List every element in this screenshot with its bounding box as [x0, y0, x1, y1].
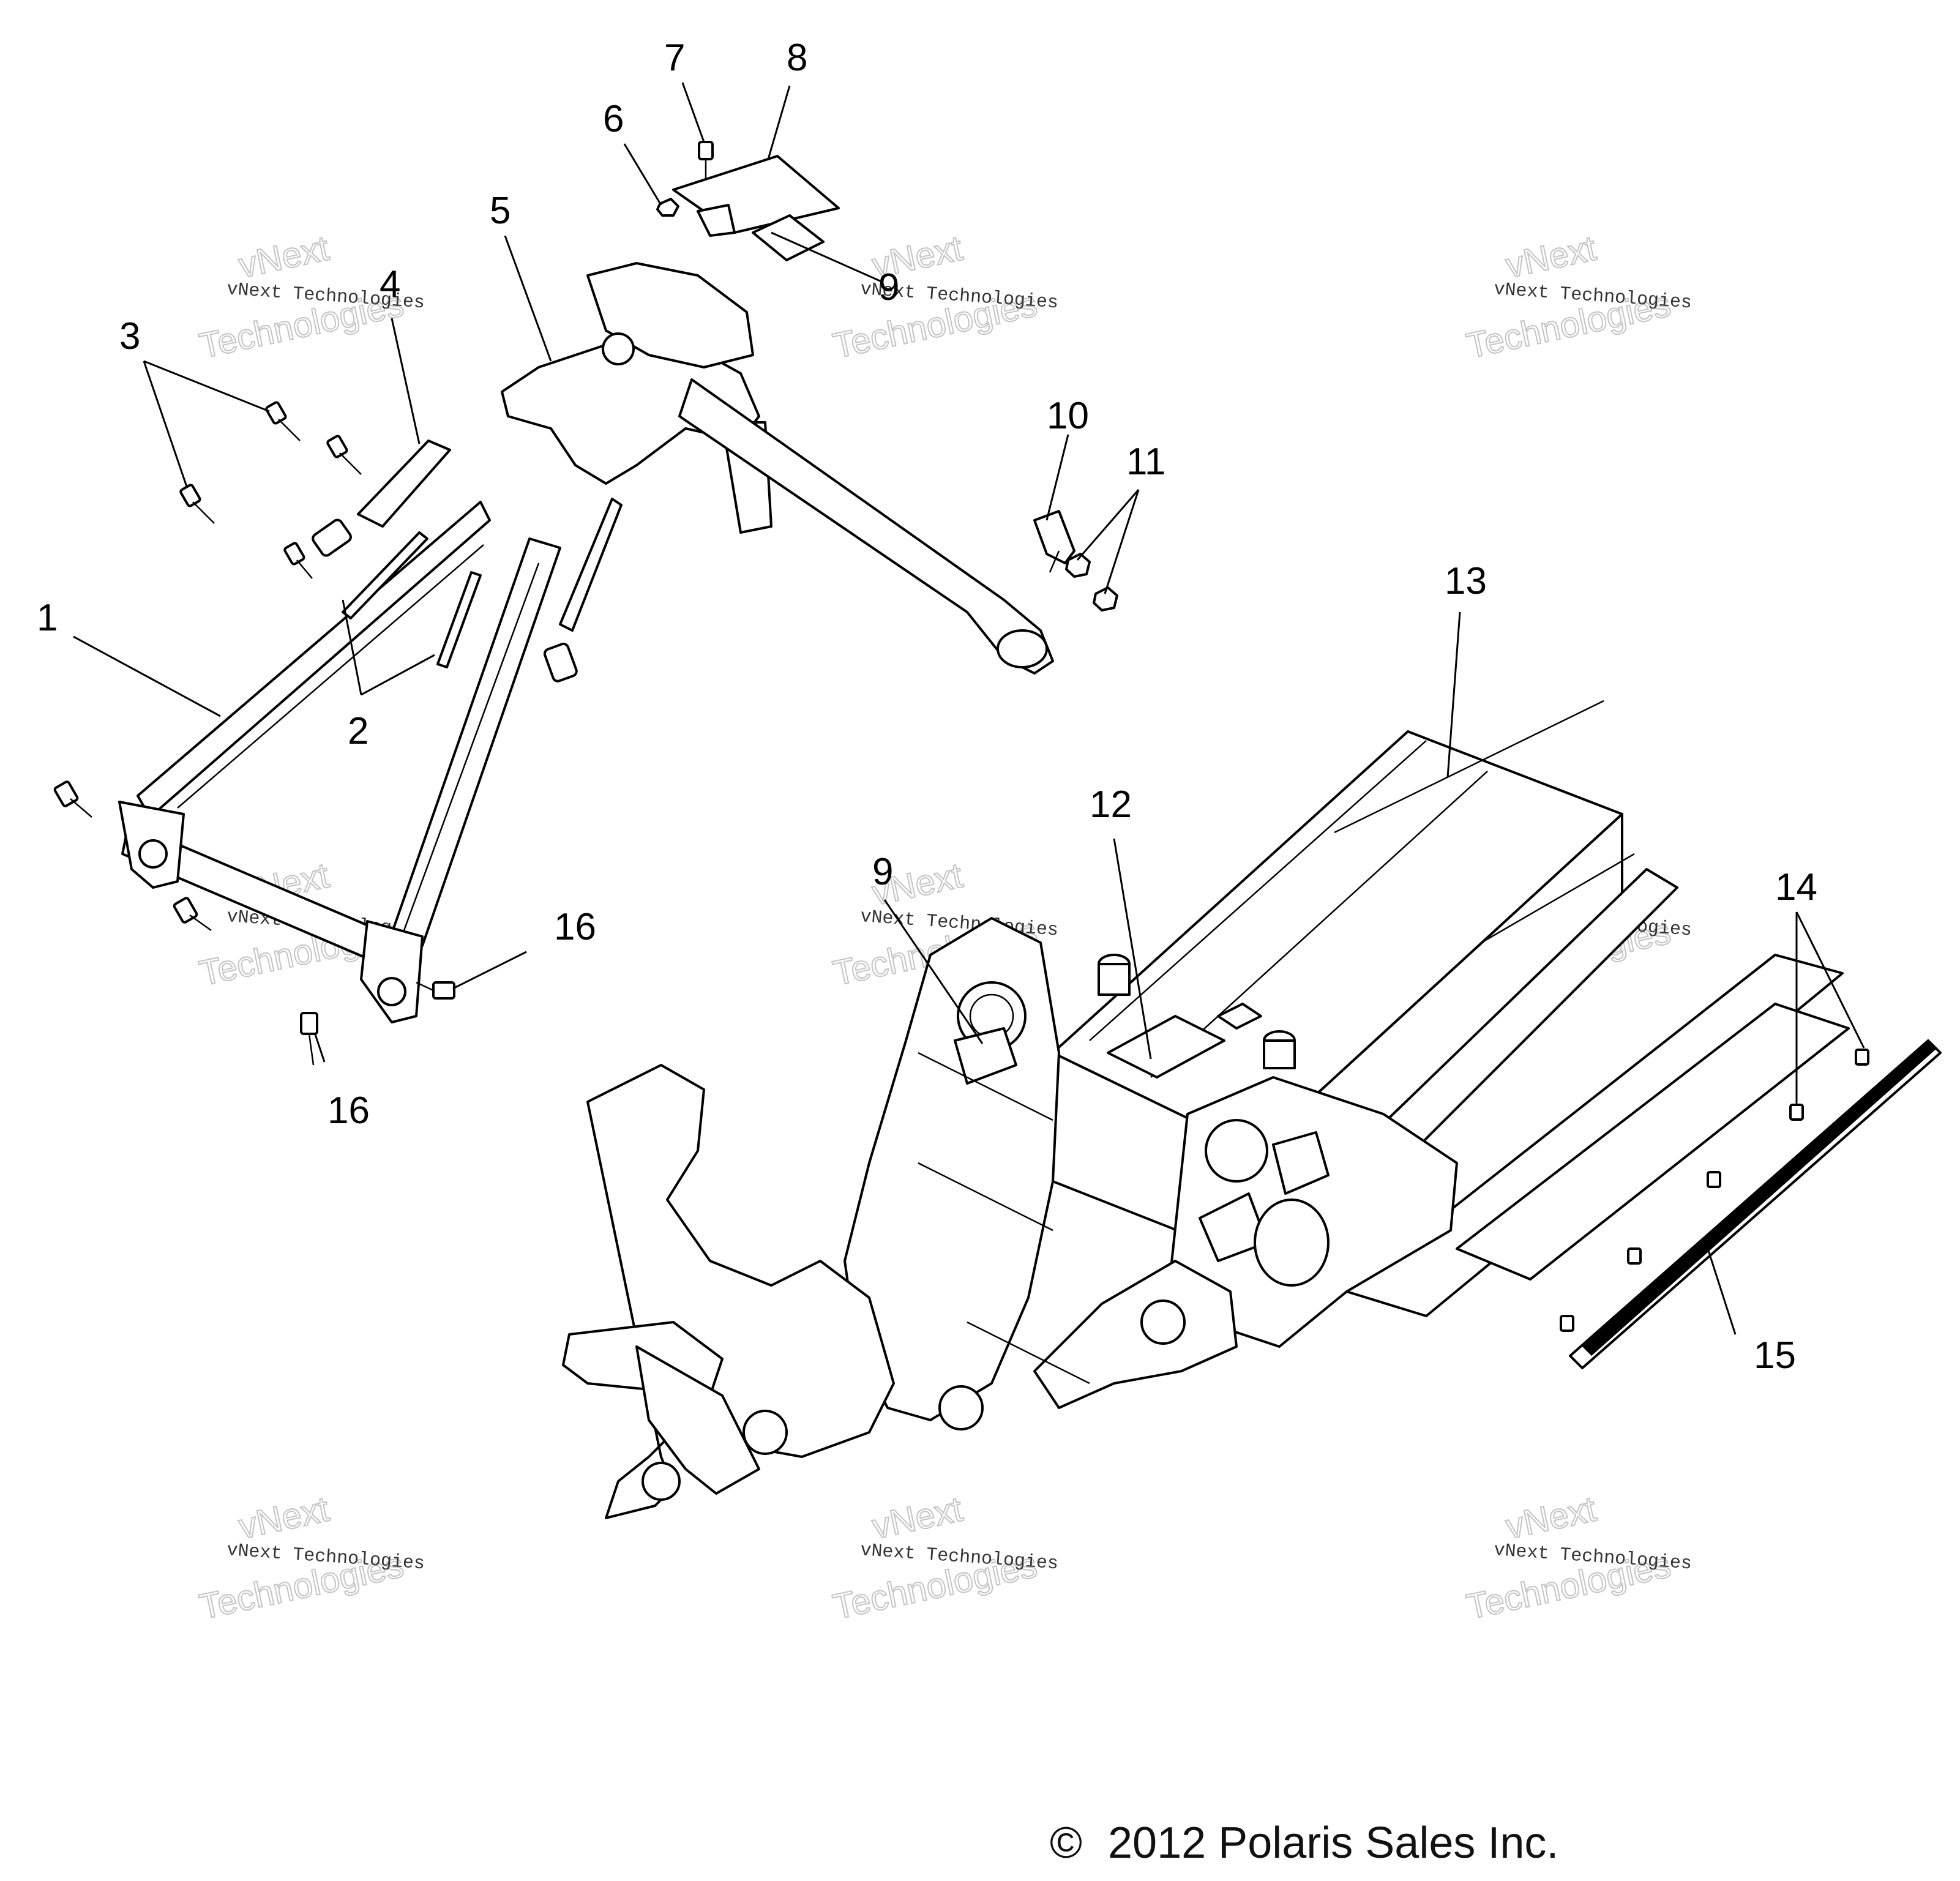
part-front-frame-tubes	[118, 501, 561, 1023]
callout-2: 2	[348, 710, 368, 752]
callout-9-lower: 9	[872, 851, 893, 893]
svg-text:vNext: vNext	[1502, 228, 1599, 286]
part-bracket-8	[672, 155, 840, 237]
callout-1: 1	[37, 597, 58, 639]
watermark: vNext Technologies vNext Technologies	[1462, 228, 1693, 367]
leader-lines	[73, 82, 1865, 1335]
callout-9-upper: 9	[878, 266, 899, 309]
callout-5: 5	[490, 190, 511, 232]
part-tunnel-rail-13	[1334, 700, 1635, 944]
watermark: vNext Technologies vNext Technologies	[195, 1489, 425, 1628]
callout-16-right: 16	[554, 906, 596, 948]
part-tube-decals	[342, 531, 482, 668]
callout-13: 13	[1445, 560, 1487, 602]
part-clip-10	[1033, 510, 1075, 573]
part-upper-frame	[501, 262, 1054, 675]
svg-text:vNext: vNext	[235, 1489, 332, 1547]
watermark: vNext Technologies vNext Technologies	[1462, 1489, 1693, 1628]
callout-14: 14	[1775, 866, 1817, 908]
watermark: vNext Technologies vNext Technologies	[829, 228, 1059, 367]
callout-12: 12	[1090, 783, 1132, 826]
callout-16-lower: 16	[327, 1090, 370, 1132]
part-bolts-16	[53, 780, 455, 1066]
part-screw-7	[698, 141, 714, 184]
callout-8: 8	[787, 37, 807, 79]
callout-7: 7	[664, 37, 685, 79]
svg-text:vNext: vNext	[1502, 1489, 1599, 1547]
part-decal-9-upper	[752, 214, 825, 261]
part-strut-ends	[312, 439, 623, 682]
copyright-notice: © 2012 Polaris Sales Inc.	[1050, 1819, 1558, 1868]
callout-3: 3	[119, 315, 140, 357]
part-strip-15	[1569, 1039, 1942, 1369]
watermark: vNext Technologies vNext Technologies	[829, 1489, 1059, 1628]
callout-11: 11	[1126, 441, 1165, 483]
part-nuts-11	[1065, 553, 1118, 611]
callout-10: 10	[1047, 395, 1089, 437]
callout-numbers: 1 2 3 4 5 6 7 8 9 10 11 12 13 9 14 15 16…	[37, 37, 1817, 1377]
copyright-symbol: ©	[1050, 1819, 1082, 1868]
svg-text:vNext: vNext	[869, 1489, 966, 1547]
svg-text:vNext: vNext	[235, 228, 332, 286]
callout-15: 15	[1754, 1334, 1796, 1377]
callout-6: 6	[603, 98, 624, 140]
watermark: vNext Technologies vNext Technologies	[195, 228, 425, 367]
part-bolts-3	[179, 401, 362, 579]
part-screws-14	[1560, 1049, 1869, 1332]
part-nut-6	[656, 198, 679, 217]
callout-4: 4	[380, 263, 400, 305]
copyright-text: 2012 Polaris Sales Inc.	[1108, 1819, 1558, 1868]
part-main-chassis	[562, 730, 1850, 1519]
